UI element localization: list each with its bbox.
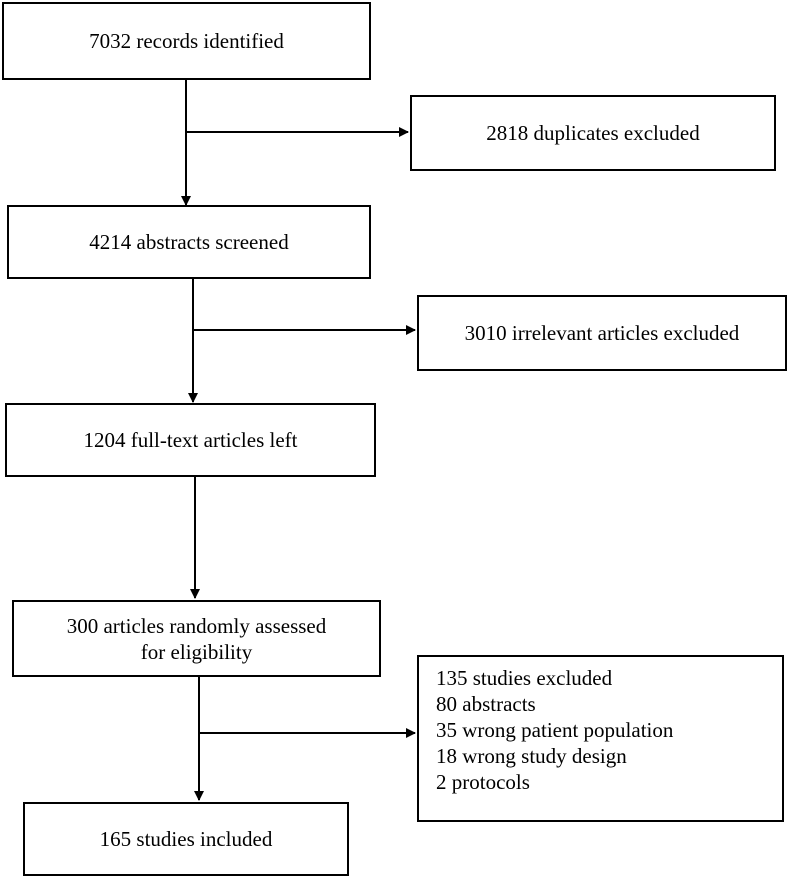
exclusion-reason-wrong-population: 35 wrong patient population xyxy=(436,718,674,742)
duplicates-excluded-text: 2818 duplicates excluded xyxy=(486,121,700,145)
records-identified-text: 7032 records identified xyxy=(89,29,284,53)
studies-included-text: 165 studies included xyxy=(99,827,273,851)
full-text-articles-box: 1204 full-text articles left xyxy=(5,403,376,477)
duplicates-excluded-box: 2818 duplicates excluded xyxy=(410,95,776,171)
studies-included-box: 165 studies included xyxy=(23,802,349,876)
studies-excluded-total: 135 studies excluded xyxy=(436,666,613,690)
eligibility-assessment-line-2: for eligibility xyxy=(140,639,253,664)
eligibility-assessment-line-1: 300 articles randomly assessed xyxy=(66,613,327,638)
exclusion-reason-protocols: 2 protocols xyxy=(436,770,530,794)
abstracts-screened-text: 4214 abstracts screened xyxy=(89,230,289,254)
irrelevant-excluded-box: 3010 irrelevant articles excluded xyxy=(417,295,787,371)
eligibility-assessment-box: 300 articles randomly assessed for eligi… xyxy=(12,600,381,677)
records-identified-box: 7032 records identified xyxy=(2,2,371,80)
irrelevant-excluded-text: 3010 irrelevant articles excluded xyxy=(464,321,740,345)
exclusion-reason-abstracts: 80 abstracts xyxy=(436,692,536,716)
abstracts-screened-box: 4214 abstracts screened xyxy=(7,205,371,279)
exclusion-reason-wrong-design: 18 wrong study design xyxy=(436,744,627,768)
studies-excluded-box: 135 studies excluded 80 abstracts 35 wro… xyxy=(417,655,784,822)
full-text-articles-text: 1204 full-text articles left xyxy=(83,428,298,452)
